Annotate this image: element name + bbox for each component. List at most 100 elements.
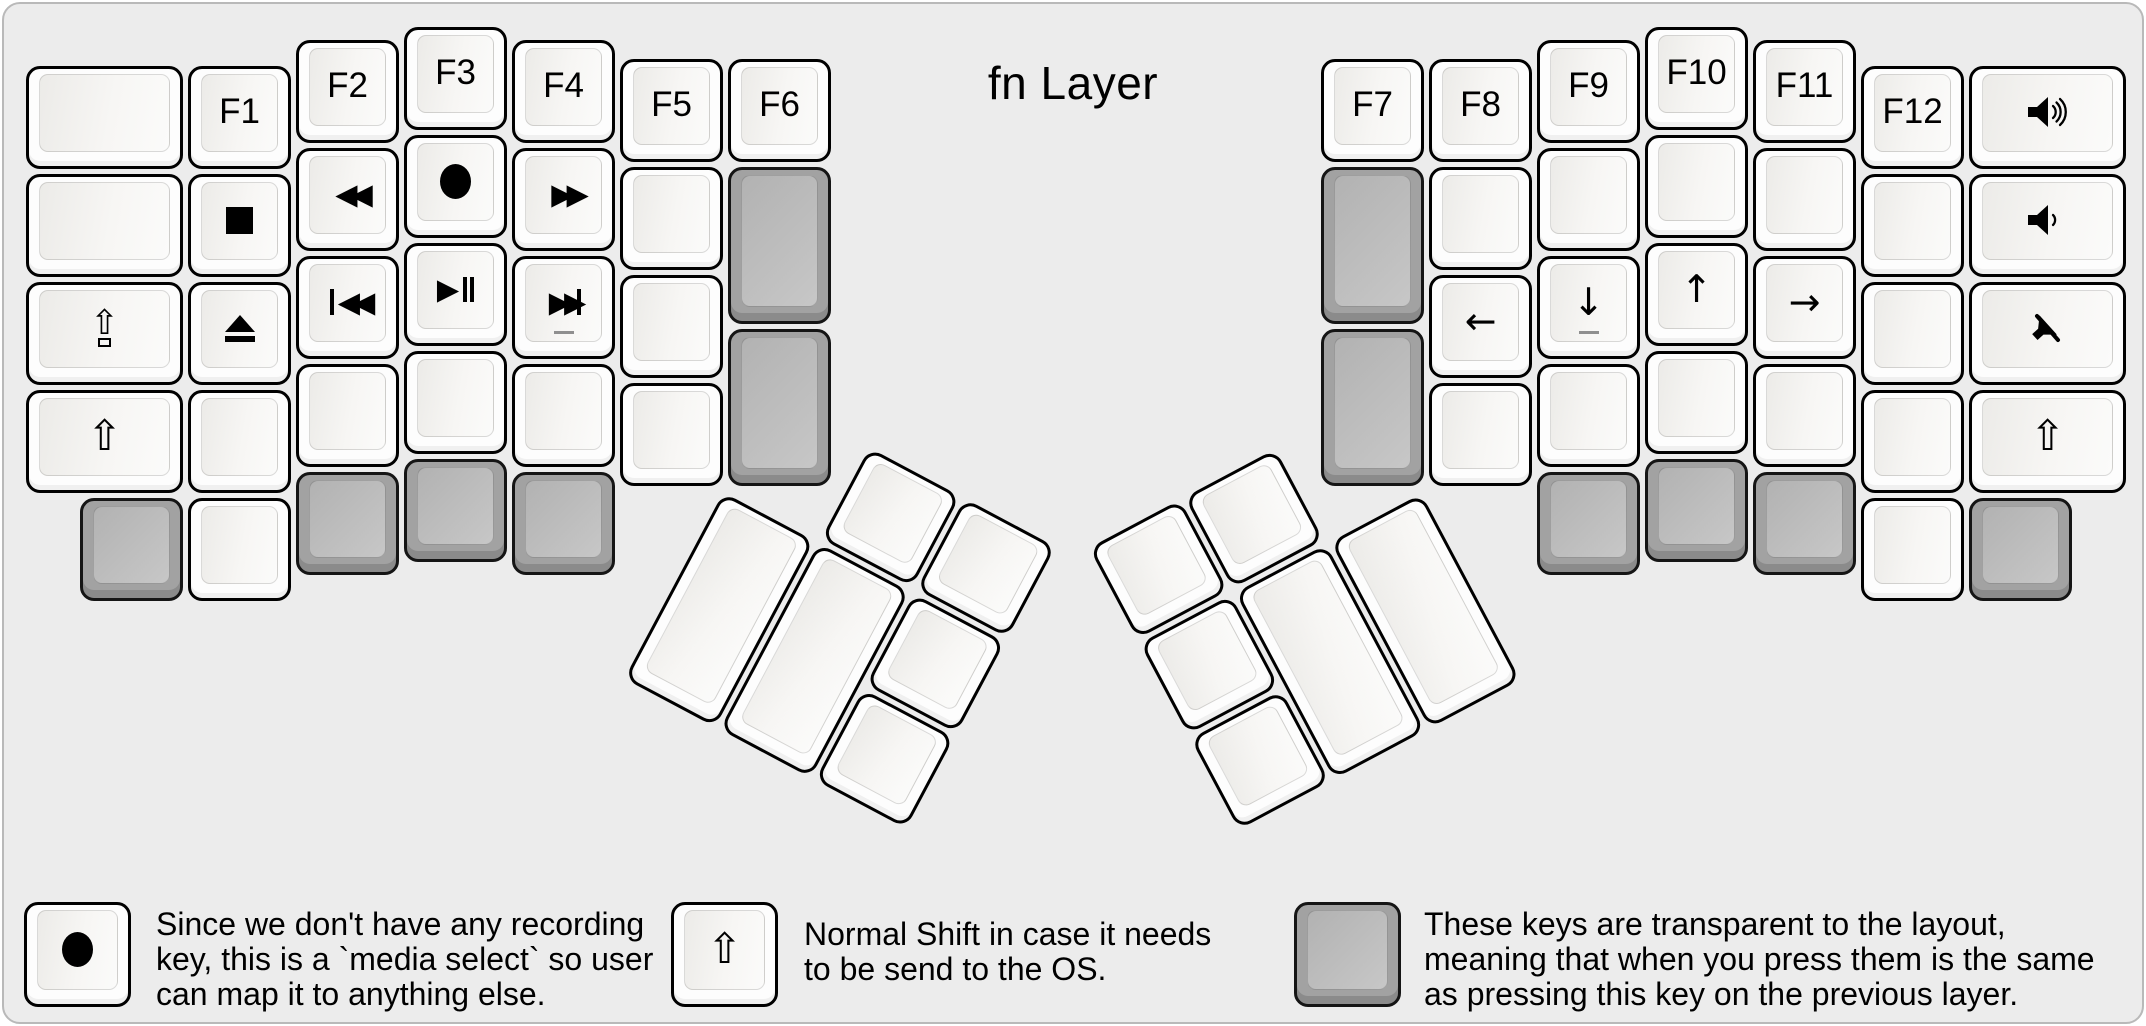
- homing-bar: [1578, 331, 1599, 334]
- key-blank[interactable]: [26, 66, 183, 169]
- key-arrow-right[interactable]: →: [1753, 256, 1856, 359]
- keytop: [633, 283, 710, 361]
- key-blank[interactable]: [1861, 282, 1964, 385]
- key-blank[interactable]: [1537, 148, 1640, 251]
- key-f9[interactable]: F9: [1537, 40, 1640, 143]
- keytop: [1766, 480, 1843, 558]
- key-blank[interactable]: [1861, 174, 1964, 277]
- key-mute[interactable]: [1969, 282, 2126, 385]
- key-transparent[interactable]: [1969, 498, 2072, 601]
- key-next-track[interactable]: ▶▶: [512, 256, 615, 359]
- keytop: F5: [633, 67, 710, 145]
- key-blank[interactable]: [188, 390, 291, 493]
- key-prev-track[interactable]: ◀◀: [296, 256, 399, 359]
- key-blank[interactable]: [1861, 390, 1964, 493]
- keytop: [1550, 156, 1627, 234]
- keytop: [633, 175, 710, 253]
- key-blank[interactable]: [1753, 364, 1856, 467]
- key-f3[interactable]: F3: [404, 27, 507, 130]
- key-f10[interactable]: F10: [1645, 27, 1748, 130]
- key-shift[interactable]: ⇧: [26, 390, 183, 493]
- key-f8[interactable]: F8: [1429, 59, 1532, 162]
- key-transparent[interactable]: [1321, 167, 1424, 324]
- key-blank[interactable]: [188, 498, 291, 601]
- key-label: F3: [435, 53, 476, 92]
- keytop: F6: [741, 67, 818, 145]
- key-transparent[interactable]: [1537, 472, 1640, 575]
- key-transparent[interactable]: [80, 498, 183, 601]
- key-volume-down[interactable]: [1969, 174, 2126, 277]
- key-transparent[interactable]: [296, 472, 399, 575]
- keytop: ↑: [1658, 251, 1735, 329]
- stop-icon: [226, 206, 253, 234]
- keytop: →: [1766, 264, 1843, 342]
- key-blank[interactable]: [1645, 351, 1748, 454]
- key-caps-lock[interactable]: ⇧: [26, 282, 183, 385]
- keytop: F7: [1334, 67, 1411, 145]
- keytop: [525, 480, 602, 558]
- key-transparent[interactable]: [1321, 329, 1424, 486]
- key-f11[interactable]: F11: [1753, 40, 1856, 143]
- key-f5[interactable]: F5: [620, 59, 723, 162]
- keytop: [741, 337, 818, 469]
- keytop: F8: [1442, 67, 1519, 145]
- key-blank[interactable]: [1537, 364, 1640, 467]
- key-blank[interactable]: [1861, 498, 1964, 601]
- key-blank[interactable]: [1753, 148, 1856, 251]
- volume-down-icon: [2027, 205, 2056, 235]
- key-fast-forward[interactable]: ▶▶: [512, 148, 615, 251]
- keytop: [309, 480, 386, 558]
- key-play-pause[interactable]: ▶: [404, 243, 507, 346]
- keytop: ▶▶: [525, 264, 602, 342]
- key-transparent[interactable]: [1753, 472, 1856, 575]
- key-transparent[interactable]: [1645, 459, 1748, 562]
- key-transparent[interactable]: [512, 472, 615, 575]
- key-blank[interactable]: [1429, 383, 1532, 486]
- legend-shift-key: ⇧: [671, 902, 778, 1007]
- key-eject[interactable]: [188, 282, 291, 385]
- fast-forward-icon: ▶▶: [551, 176, 589, 211]
- legend-line: These keys are transparent to the layout…: [1424, 906, 2006, 942]
- key-blank[interactable]: [620, 167, 723, 270]
- legend-line: to be send to the OS.: [804, 951, 1107, 987]
- key-blank[interactable]: [26, 174, 183, 277]
- key-arrow-down[interactable]: ↓: [1537, 256, 1640, 359]
- keytop: [1104, 512, 1209, 618]
- key-blank[interactable]: [296, 364, 399, 467]
- key-f12[interactable]: F12: [1861, 66, 1964, 169]
- keytop: F2: [309, 48, 386, 126]
- key-volume-up[interactable]: [1969, 66, 2126, 169]
- keytop: ⇧: [1982, 398, 2113, 476]
- keytop: ◀◀: [309, 264, 386, 342]
- key-f1[interactable]: F1: [188, 66, 291, 169]
- key-f2[interactable]: F2: [296, 40, 399, 143]
- key-f6[interactable]: F6: [728, 59, 831, 162]
- key-f7[interactable]: F7: [1321, 59, 1424, 162]
- keytop: [1442, 175, 1519, 253]
- key-stop[interactable]: [188, 174, 291, 277]
- key-transparent[interactable]: [404, 459, 507, 562]
- key-arrow-left[interactable]: ←: [1429, 275, 1532, 378]
- key-blank[interactable]: [404, 351, 507, 454]
- key-blank[interactable]: [620, 275, 723, 378]
- key-rewind[interactable]: ◀◀: [296, 148, 399, 251]
- homing-bar: [553, 331, 574, 334]
- key-transparent[interactable]: [728, 167, 831, 324]
- keytop: [1550, 372, 1627, 450]
- key-record[interactable]: [404, 135, 507, 238]
- keytop: [1334, 337, 1411, 469]
- key-transparent[interactable]: [728, 329, 831, 486]
- arrow-down-icon: ↓: [1572, 280, 1605, 324]
- key-shift[interactable]: ⇧: [1969, 390, 2126, 493]
- legend-record-key: [24, 902, 131, 1007]
- key-blank[interactable]: [512, 364, 615, 467]
- key-f4[interactable]: F4: [512, 40, 615, 143]
- key-blank[interactable]: [1429, 167, 1532, 270]
- keytop: [1874, 182, 1951, 260]
- key-blank[interactable]: [620, 383, 723, 486]
- legend-line: key, this is a `media select` so user: [156, 941, 654, 977]
- keytop: ↓: [1550, 264, 1627, 342]
- key-blank[interactable]: [1645, 135, 1748, 238]
- key-arrow-up[interactable]: ↑: [1645, 243, 1748, 346]
